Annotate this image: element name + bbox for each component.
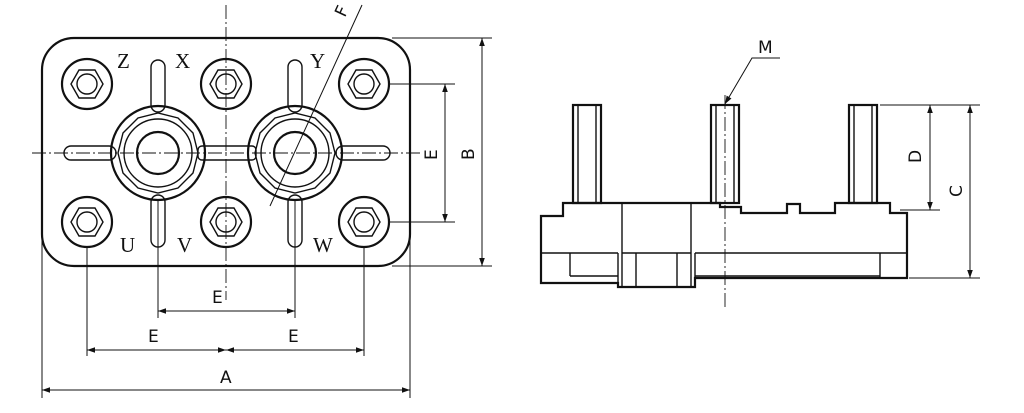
terminal-label-v: V <box>177 233 192 257</box>
top-view: F Z X Y U V W E E E A E <box>32 3 492 398</box>
terminal-label-x: X <box>175 49 190 73</box>
left-horizontal-slot <box>63 145 117 161</box>
terminal-v <box>199 195 253 249</box>
label-e-vertical: E <box>422 149 442 160</box>
label-e-lower-right: E <box>288 327 299 347</box>
side-view: M D C <box>539 38 980 310</box>
block-inner-features <box>541 203 907 287</box>
right-horizontal-slot <box>335 145 391 161</box>
right-top-vertical-slot <box>287 59 303 113</box>
section-line-f <box>269 4 363 207</box>
terminal-x <box>199 57 253 111</box>
terminal-w <box>337 195 391 249</box>
terminal-y <box>337 57 391 111</box>
terminal-label-y: Y <box>310 49 325 73</box>
terminal-z <box>60 57 114 111</box>
extension-lines <box>41 37 492 398</box>
label-b: B <box>459 148 479 160</box>
terminal-label-w: W <box>313 233 333 257</box>
terminal-label-u: U <box>120 233 135 257</box>
label-c: C <box>947 185 967 197</box>
label-e-lower-left: E <box>148 327 159 347</box>
terminal-label-z: Z <box>117 49 130 73</box>
label-m: M <box>758 38 773 58</box>
label-d: D <box>906 150 926 163</box>
leader-m <box>724 57 780 105</box>
stud-center <box>709 103 741 205</box>
label-f: F <box>331 3 353 20</box>
stud-right <box>847 103 879 205</box>
label-a: A <box>220 368 232 388</box>
label-e-upper: E <box>212 288 223 308</box>
left-top-vertical-slot <box>150 59 166 113</box>
block-body-profile <box>539 201 909 289</box>
stud-left <box>571 103 603 205</box>
terminal-u <box>60 195 114 249</box>
